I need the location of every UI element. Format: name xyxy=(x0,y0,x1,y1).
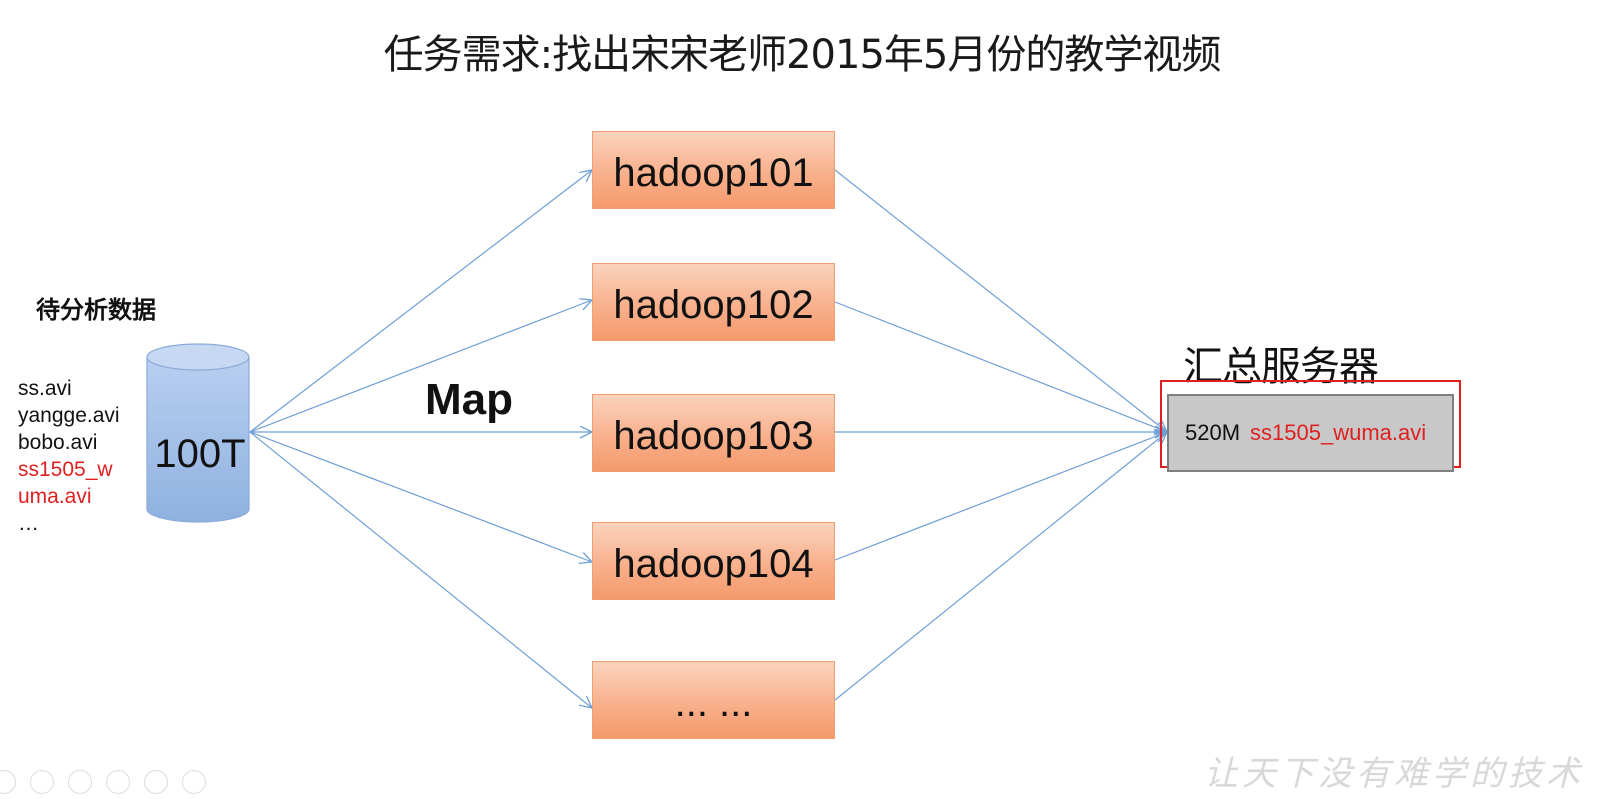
arrow-node-4-to-server xyxy=(834,432,1167,561)
node-hadoop103: hadoop103 xyxy=(592,394,835,472)
node-more: ... ... xyxy=(592,661,835,739)
arrow-source-to-node-1 xyxy=(249,170,592,433)
source-file-item-highlighted: uma.avi xyxy=(18,485,92,508)
arrow-source-to-node-2 xyxy=(249,300,592,433)
map-stage-label: Map xyxy=(425,375,513,424)
source-file-item-highlighted: ss1505_w xyxy=(18,458,113,481)
slide-control-icon[interactable] xyxy=(144,770,168,794)
source-data-heading: 待分析数据 xyxy=(36,296,156,324)
node-hadoop104: hadoop104 xyxy=(592,522,835,600)
node-hadoop102: hadoop102 xyxy=(592,263,835,341)
summary-server-box: 520M ss1505_wuma.avi xyxy=(1167,394,1454,472)
storage-size-label: 100T xyxy=(154,432,246,476)
summary-server-title: 汇总服务器 xyxy=(1183,344,1379,390)
result-file: ss1505_wuma.avi xyxy=(1250,420,1427,445)
arrow-node-2-to-server xyxy=(834,301,1167,432)
slide-control-icon[interactable] xyxy=(68,770,92,794)
node-hadoop101: hadoop101 xyxy=(592,131,835,209)
arrow-source-to-node-4 xyxy=(249,431,592,562)
slide-control-icon[interactable] xyxy=(0,770,16,794)
arrow-source-to-node-5 xyxy=(249,431,592,708)
slide-title: 任务需求:找出宋宋老师2015年5月份的教学视频 xyxy=(383,32,1222,78)
source-file-item: bobo.avi xyxy=(18,431,98,454)
source-file-list: ss.avi yangge.avi bobo.avi ss1505_w uma.… xyxy=(18,375,138,537)
slide-control-icon[interactable] xyxy=(106,770,130,794)
arrow-node-1-to-server xyxy=(834,169,1167,432)
result-size: 520M xyxy=(1185,420,1241,445)
watermark-logo: 让天下没有难学的技术 xyxy=(1204,754,1584,794)
storage-cylinder-icon xyxy=(146,343,250,523)
arrow-node-5-to-server xyxy=(834,432,1167,701)
source-file-item: yangge.avi xyxy=(18,404,120,427)
slide-control-icon[interactable] xyxy=(30,770,54,794)
slide-controls xyxy=(0,770,206,794)
source-file-item: … xyxy=(18,512,39,535)
slide-control-icon[interactable] xyxy=(182,770,206,794)
source-file-item: ss.avi xyxy=(18,377,72,400)
